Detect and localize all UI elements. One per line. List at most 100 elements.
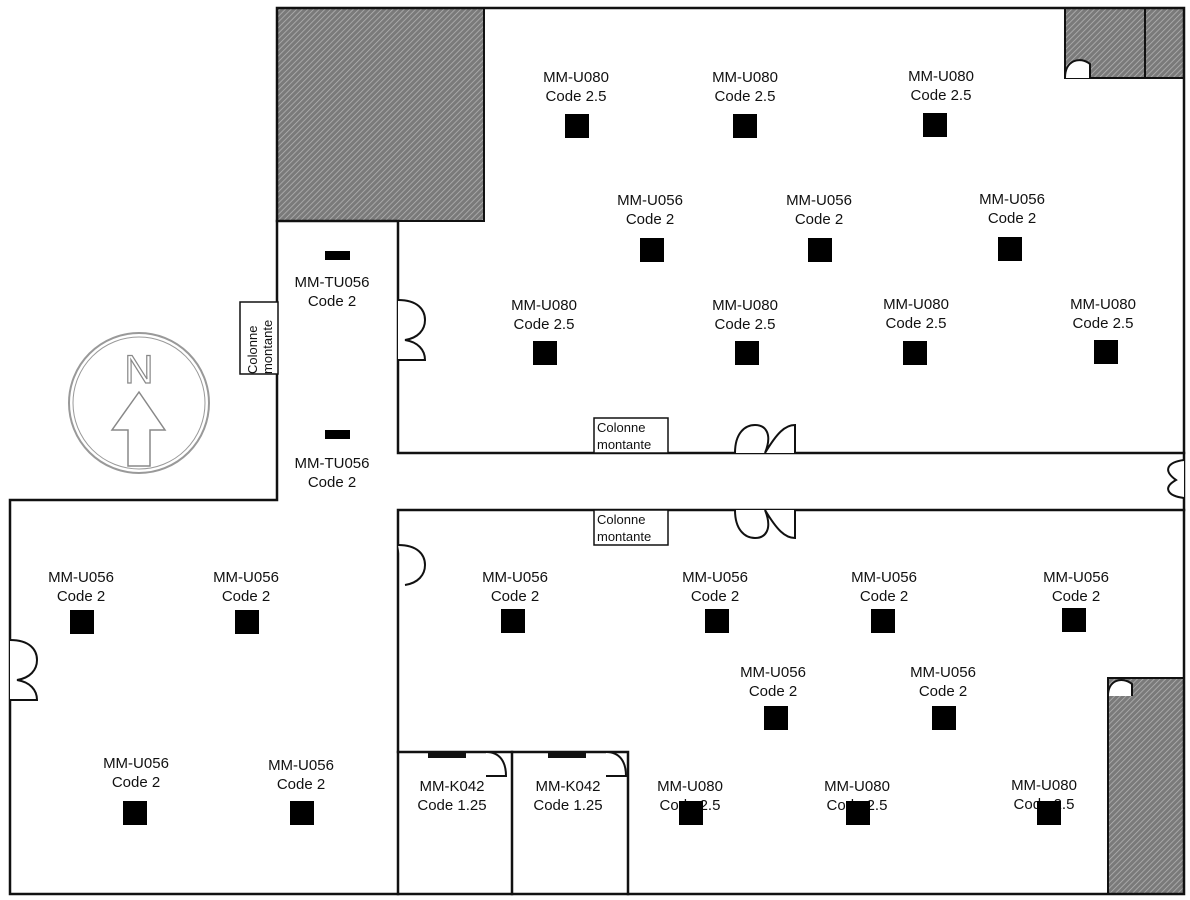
fixture-type-label: MM-U080: [824, 778, 890, 795]
fixture-code-label: Code 2: [491, 588, 539, 605]
fixture-type-label: MM-U056: [213, 569, 279, 586]
fixture-symbol: [640, 238, 664, 262]
door-swing: [605, 751, 628, 777]
fixture-symbol: [1062, 608, 1086, 632]
fixture-code-label: Code 2: [277, 776, 325, 793]
fixture-type-label: MM-U056: [1043, 569, 1109, 586]
fixture-type-label: MM-U056: [682, 569, 748, 586]
fixture-type-label: MM-U056: [910, 664, 976, 681]
fixture-code-label: Code 2.5: [715, 316, 776, 333]
fixture-code-label: Code 2: [308, 474, 356, 491]
fixture-symbol: [903, 341, 927, 365]
fixture-symbol: [808, 238, 832, 262]
riser-vertical: Colonne montante: [239, 301, 279, 375]
riser-label: montante: [597, 529, 651, 544]
fixture-code-label: Code 2: [626, 211, 674, 228]
compass-ring: [72, 336, 206, 470]
north-arrow-icon: [110, 390, 167, 467]
fixture-code-label: Code 2: [919, 683, 967, 700]
fixture-symbol: [501, 609, 525, 633]
fixture-code-label: Code 2: [112, 774, 160, 791]
fixture-type-label: MM-U056: [740, 664, 806, 681]
fixture-type-label: MM-U080: [712, 69, 778, 86]
fixture-code-label: Code 2.5: [546, 88, 607, 105]
fixture-symbol: [705, 609, 729, 633]
door-swing: [397, 299, 427, 361]
door-swing: [1167, 459, 1185, 499]
doors: [9, 59, 1185, 777]
fixture-type-label: MM-U080: [657, 778, 723, 795]
door-swing: [1064, 59, 1091, 79]
north-compass: N: [68, 332, 210, 474]
fixture-type-label: MM-K042: [419, 778, 484, 795]
fixture-symbol: [932, 706, 956, 730]
fixture-symbol: [1094, 340, 1118, 364]
riser-label: montante: [597, 437, 651, 452]
fixture-code-label: Code 2: [308, 293, 356, 310]
fixture-code-label: Code 2.5: [911, 87, 972, 104]
fixture-symbol: [235, 610, 259, 634]
fixture-symbol: [565, 114, 589, 138]
fixture-type-label: MM-U080: [1011, 777, 1077, 794]
door-swing: [734, 509, 796, 540]
fixture-type-label: MM-TU056: [294, 274, 369, 291]
fixture-symbol: [70, 610, 94, 634]
fixture-type-label: MM-K042: [535, 778, 600, 795]
fixture-symbol: [290, 801, 314, 825]
fixture-code-label: Code 2.5: [886, 315, 947, 332]
door-swing: [1107, 679, 1133, 697]
riser-label: Colonne: [597, 420, 645, 435]
fixture-code-label: Code 2.5: [514, 316, 575, 333]
fixture-type-label: MM-U056: [103, 755, 169, 772]
door-swing: [397, 544, 427, 586]
fixture-symbol: [325, 430, 350, 439]
fixture-symbol: [923, 113, 947, 137]
fixture-type-label: MM-U080: [543, 69, 609, 86]
fixture-code-label: Code 2: [691, 588, 739, 605]
fixture-type-label: MM-U080: [883, 296, 949, 313]
fixture-code-label: Code 2.5: [715, 88, 776, 105]
fixture-symbol: [733, 114, 757, 138]
fixture-symbol: [325, 251, 350, 260]
door-swing: [9, 639, 39, 701]
fixture-type-label: MM-U080: [712, 297, 778, 314]
fixture-code-label: Code 1.25: [417, 797, 486, 814]
riser-label: Colonne: [597, 512, 645, 527]
fixture-code-label: Code 2: [1052, 588, 1100, 605]
fixture-symbol: [123, 801, 147, 825]
fixture-code-label: Code 2: [860, 588, 908, 605]
riser-label: Colonne: [245, 326, 260, 374]
fixture-type-label: MM-U056: [268, 757, 334, 774]
fixture-type-label: MM-TU056: [294, 455, 369, 472]
fixture-type-label: MM-U056: [851, 569, 917, 586]
fixture-symbol: [1037, 801, 1061, 825]
fixture-code-label: Code 2: [222, 588, 270, 605]
fixture-symbol: [735, 341, 759, 365]
door-leaf: [548, 752, 586, 758]
fixture-code-label: Code 2: [749, 683, 797, 700]
fixture-code-label: Code 2: [57, 588, 105, 605]
door-leaf: [428, 752, 466, 758]
fixture-symbol: [764, 706, 788, 730]
hatched-zone-northwest: [276, 7, 485, 222]
